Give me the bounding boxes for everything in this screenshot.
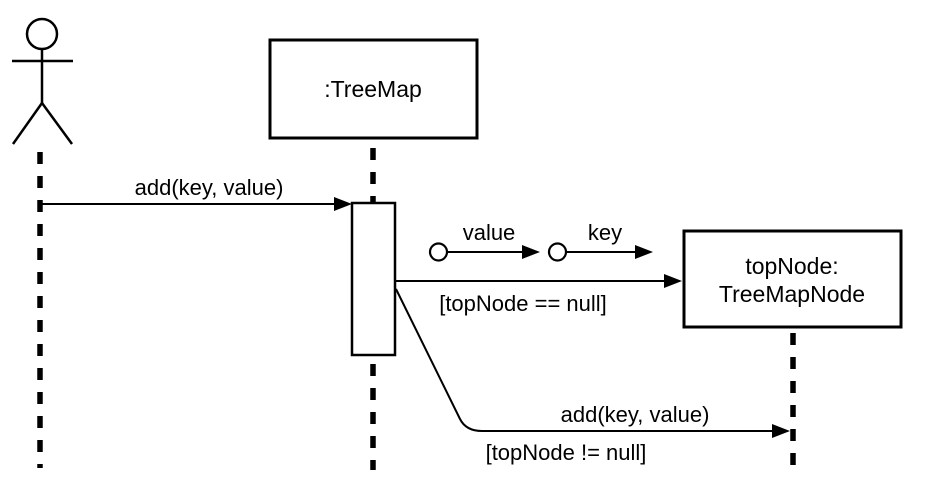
actor-leg-right [40,102,74,145]
actor-leg-left [11,102,44,145]
actor-head [25,17,59,51]
message-add-label: add(key, value) [135,175,284,200]
treemap-object-label: :TreeMap [324,76,422,102]
topnode-object-label-line2: TreeMapNode [719,281,865,307]
message-delegate-path [395,288,774,432]
message-delegate-arrowhead-icon [772,424,790,438]
topnode-object-label-line1: topNode: [745,253,838,279]
value-param-arrowhead-icon [522,245,540,259]
value-param-circle-icon [428,242,449,262]
message-create-guard-label: [topNode == null] [439,291,607,316]
treemap-object-box [268,38,479,140]
key-param-arrowhead-icon [635,245,653,259]
topnode-object-box [682,229,903,329]
value-param-label: value [463,220,516,245]
actor-figure [11,17,74,145]
message-create-arrowhead-icon [664,274,682,288]
key-param-circle-icon [547,242,568,262]
message-delegate-label: add(key, value) [561,402,710,427]
message-add-arrowhead-icon [334,197,352,211]
treemap-activation-bar [350,201,397,357]
message-delegate-guard-label: [topNode != null] [486,440,647,465]
key-param-label: key [588,220,622,245]
